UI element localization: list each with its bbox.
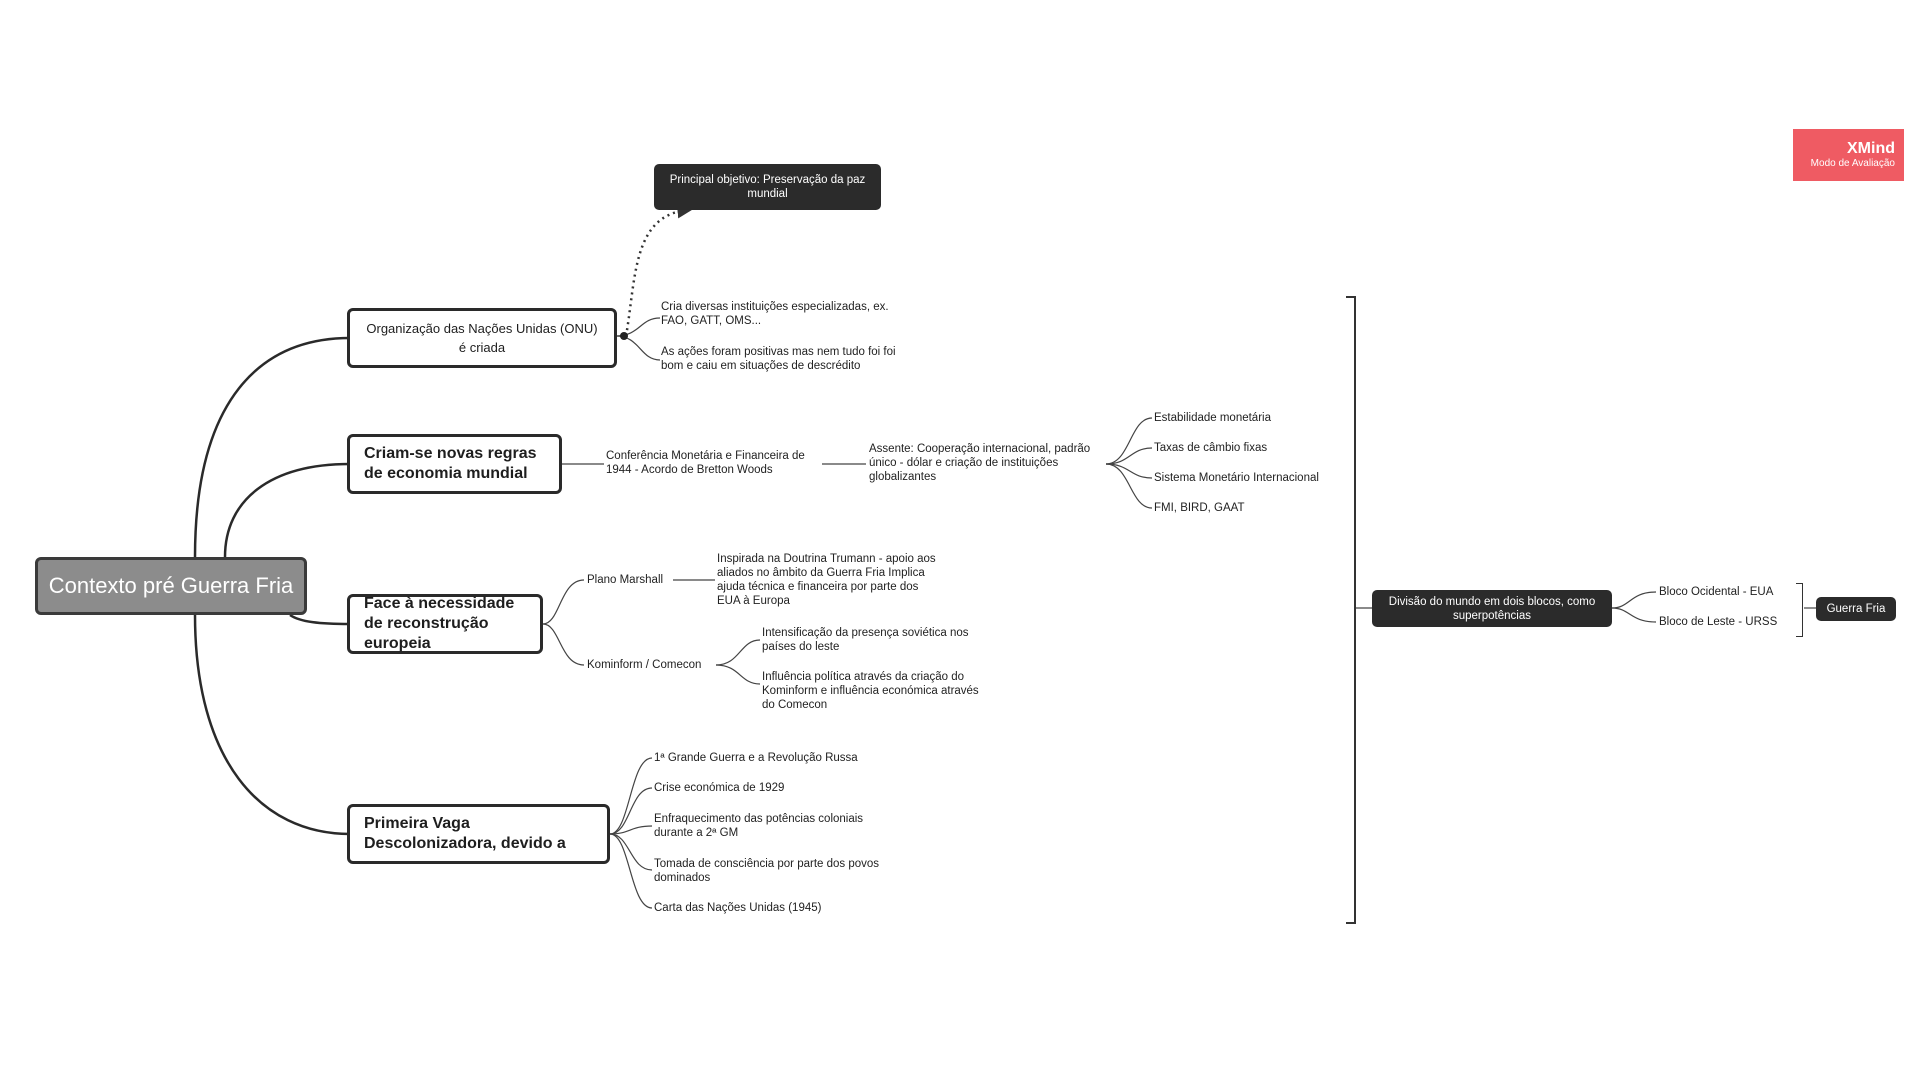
connector-desc-leaf2 (609, 787, 653, 835)
desc-leaf-consciencia[interactable]: Tomada de consciência por parte dos povo… (654, 858, 880, 884)
watermark-mode: Modo de Avaliação (1810, 158, 1895, 169)
connector-reconstrucao-marshall (542, 579, 585, 625)
blocks-bracket (1796, 583, 1803, 637)
summary-block-leste[interactable]: Bloco de Leste - URSS (1659, 616, 1778, 628)
economia-assente[interactable]: Assente: Cooperação internacional, padrã… (869, 443, 1091, 483)
summary-bracket (1346, 296, 1356, 924)
connector-kominform-leaf1 (715, 639, 761, 666)
connector-assente-leaf3 (1105, 463, 1153, 479)
topic-onu[interactable]: Organização das Nações Unidas (ONU) é cr… (347, 308, 617, 368)
connector-root-reconstrucao (289, 613, 351, 626)
topic-descolonizacao[interactable]: Primeira Vaga Descolonizadora, devido a (347, 804, 610, 864)
watermark-brand: XMind (1847, 140, 1895, 157)
economia-leaf-fmi[interactable]: FMI, BIRD, GAAT (1154, 502, 1245, 514)
connector-kominform-leaf2 (715, 664, 761, 685)
connector-summary-block2 (1611, 607, 1657, 623)
summary-topic[interactable]: Divisão do mundo em dois blocos, como su… (1372, 590, 1612, 627)
kominform-leaf-intensificacao[interactable]: Intensificação da presença soviética nos… (762, 627, 969, 653)
connector-root-onu (193, 336, 351, 558)
reconstrucao-kominform[interactable]: Kominform / Comecon (587, 659, 702, 671)
economia-leaf-taxas[interactable]: Taxas de câmbio fixas (1154, 442, 1268, 454)
topic-economia[interactable]: Criam-se novas regras de economia mundia… (347, 434, 562, 494)
desc-leaf-crise[interactable]: Crise económica de 1929 (654, 782, 785, 794)
xmind-watermark[interactable]: XMind Modo de Avaliação (1793, 129, 1904, 181)
connector-root-economia (223, 462, 351, 558)
connector-assente-leaf4 (1105, 463, 1153, 509)
economia-leaf-estabilidade[interactable]: Estabilidade monetária (1154, 412, 1271, 424)
result-topic[interactable]: Guerra Fria (1816, 597, 1896, 621)
desc-leaf-carta[interactable]: Carta das Nações Unidas (1945) (654, 902, 822, 914)
onu-leaf-acoes[interactable]: As ações foram positivas mas nem tudo fo… (661, 346, 896, 372)
kominform-leaf-influencia[interactable]: Influência política através da criação d… (762, 671, 979, 711)
root-topic[interactable]: Contexto pré Guerra Fria (35, 557, 307, 615)
connector-assente-leaf1 (1105, 417, 1153, 465)
topic-reconstrucao[interactable]: Face à necessidade de reconstrução europ… (347, 594, 543, 654)
connector-assente-leaf2 (1105, 447, 1153, 465)
desc-leaf-guerra[interactable]: 1ª Grande Guerra e a Revolução Russa (654, 752, 858, 764)
economia-conference[interactable]: Conferência Monetária e Financeira de 19… (606, 450, 805, 476)
connector-desc-leaf3 (609, 825, 653, 835)
connector-desc-leaf1 (609, 757, 653, 835)
connector-reconstrucao-kominform (542, 623, 585, 666)
marshall-desc[interactable]: Inspirada na Doutrina Trumann - apoio ao… (717, 553, 936, 607)
connector-summary-block1 (1611, 591, 1657, 609)
summary-block-ocidental[interactable]: Bloco Ocidental - EUA (1659, 586, 1774, 598)
reconstrucao-marshall[interactable]: Plano Marshall (587, 574, 664, 586)
connector-root-descolonizacao (193, 614, 351, 836)
connector-desc-leaf4 (609, 833, 653, 871)
economia-leaf-sistema[interactable]: Sistema Monetário Internacional (1154, 472, 1319, 484)
onu-leaf-instituicoes[interactable]: Cria diversas instituições especializada… (661, 301, 889, 327)
relationship-origin-dot (620, 332, 628, 340)
connector-desc-leaf5 (609, 833, 653, 909)
desc-leaf-enfraquecimento[interactable]: Enfraquecimento das potências coloniais … (654, 813, 864, 839)
topic-onu-objective[interactable]: Principal objetivo: Preservação da paz m… (654, 164, 881, 210)
